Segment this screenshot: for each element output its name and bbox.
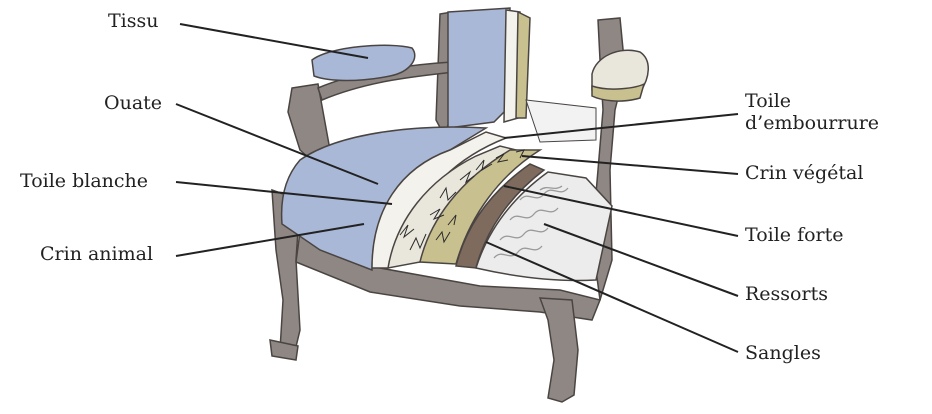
label-ressorts: Ressorts — [745, 283, 828, 305]
back-inner-panel — [526, 100, 596, 142]
label-toile-embourrure-line2: d’embourrure — [745, 112, 879, 134]
label-toile-embourrure: Toile d’embourrure — [745, 90, 879, 134]
backrest — [448, 8, 530, 128]
label-tissu: Tissu — [108, 10, 159, 32]
label-sangles: Sangles — [745, 342, 821, 364]
label-toile-embourrure-line1: Toile — [745, 90, 879, 112]
label-toile-forte: Toile forte — [745, 224, 844, 246]
label-crin-animal: Crin animal — [40, 243, 153, 265]
label-crin-vegetal: Crin végétal — [745, 162, 863, 184]
leader-crin-vegetal — [522, 156, 738, 174]
leader-tissu — [180, 24, 368, 58]
label-ouate: Ouate — [104, 92, 162, 114]
label-toile-blanche: Toile blanche — [20, 170, 148, 192]
